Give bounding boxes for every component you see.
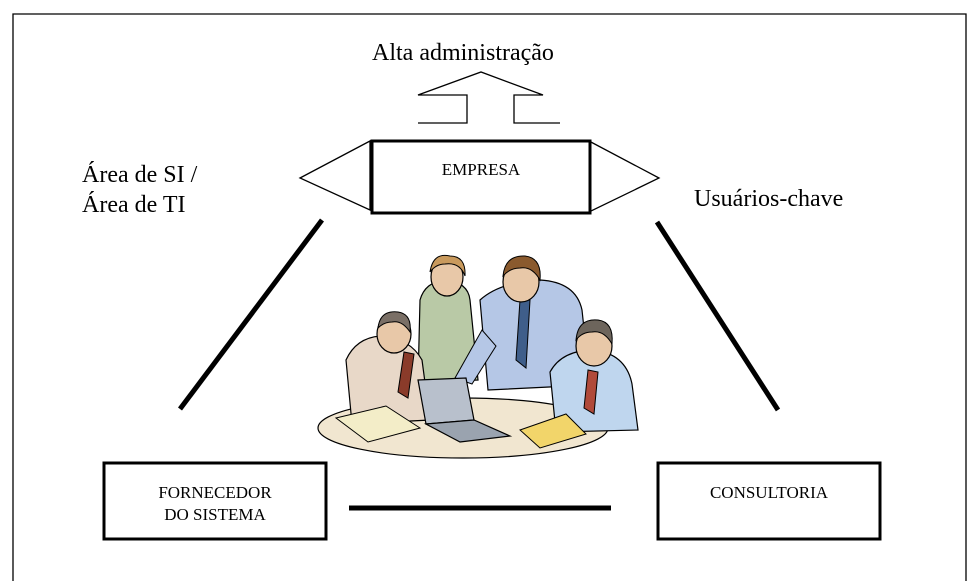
fornecedor-label: FORNECEDOR DO SISTEMA [104, 482, 326, 526]
fornecedor-box [102, 461, 328, 541]
area-si-ti-label: Área de SI / Área de TI [82, 160, 197, 220]
outer-frame [12, 13, 967, 581]
alta-administracao-label: Alta administração [372, 40, 554, 66]
person-woman [417, 254, 479, 383]
laptop [417, 377, 513, 443]
connector-right [654, 220, 781, 412]
paper-right [519, 413, 587, 449]
usuarios-chave-label: Usuários-chave [694, 186, 844, 212]
person-right-man [549, 319, 639, 433]
connector-left [178, 218, 324, 411]
consultoria-label: CONSULTORIA [709, 483, 829, 502]
people-at-laptop-illustration [317, 254, 639, 459]
fornecedor-line-2: DO SISTEMA [164, 505, 266, 524]
empresa-label: EMPRESA [441, 160, 521, 179]
paper-left [334, 405, 422, 443]
empresa-box [370, 139, 592, 215]
fornecedor-line-1: FORNECEDOR [158, 483, 272, 502]
right-arrow-shape [588, 139, 661, 214]
area-ti-line: Área de TI [82, 192, 186, 218]
area-si-line: Área de SI / [82, 162, 198, 188]
up-arrow-shape [417, 71, 560, 124]
left-arrow-shape [298, 139, 371, 212]
consultoria-box [656, 461, 882, 541]
person-left-man [345, 311, 431, 425]
